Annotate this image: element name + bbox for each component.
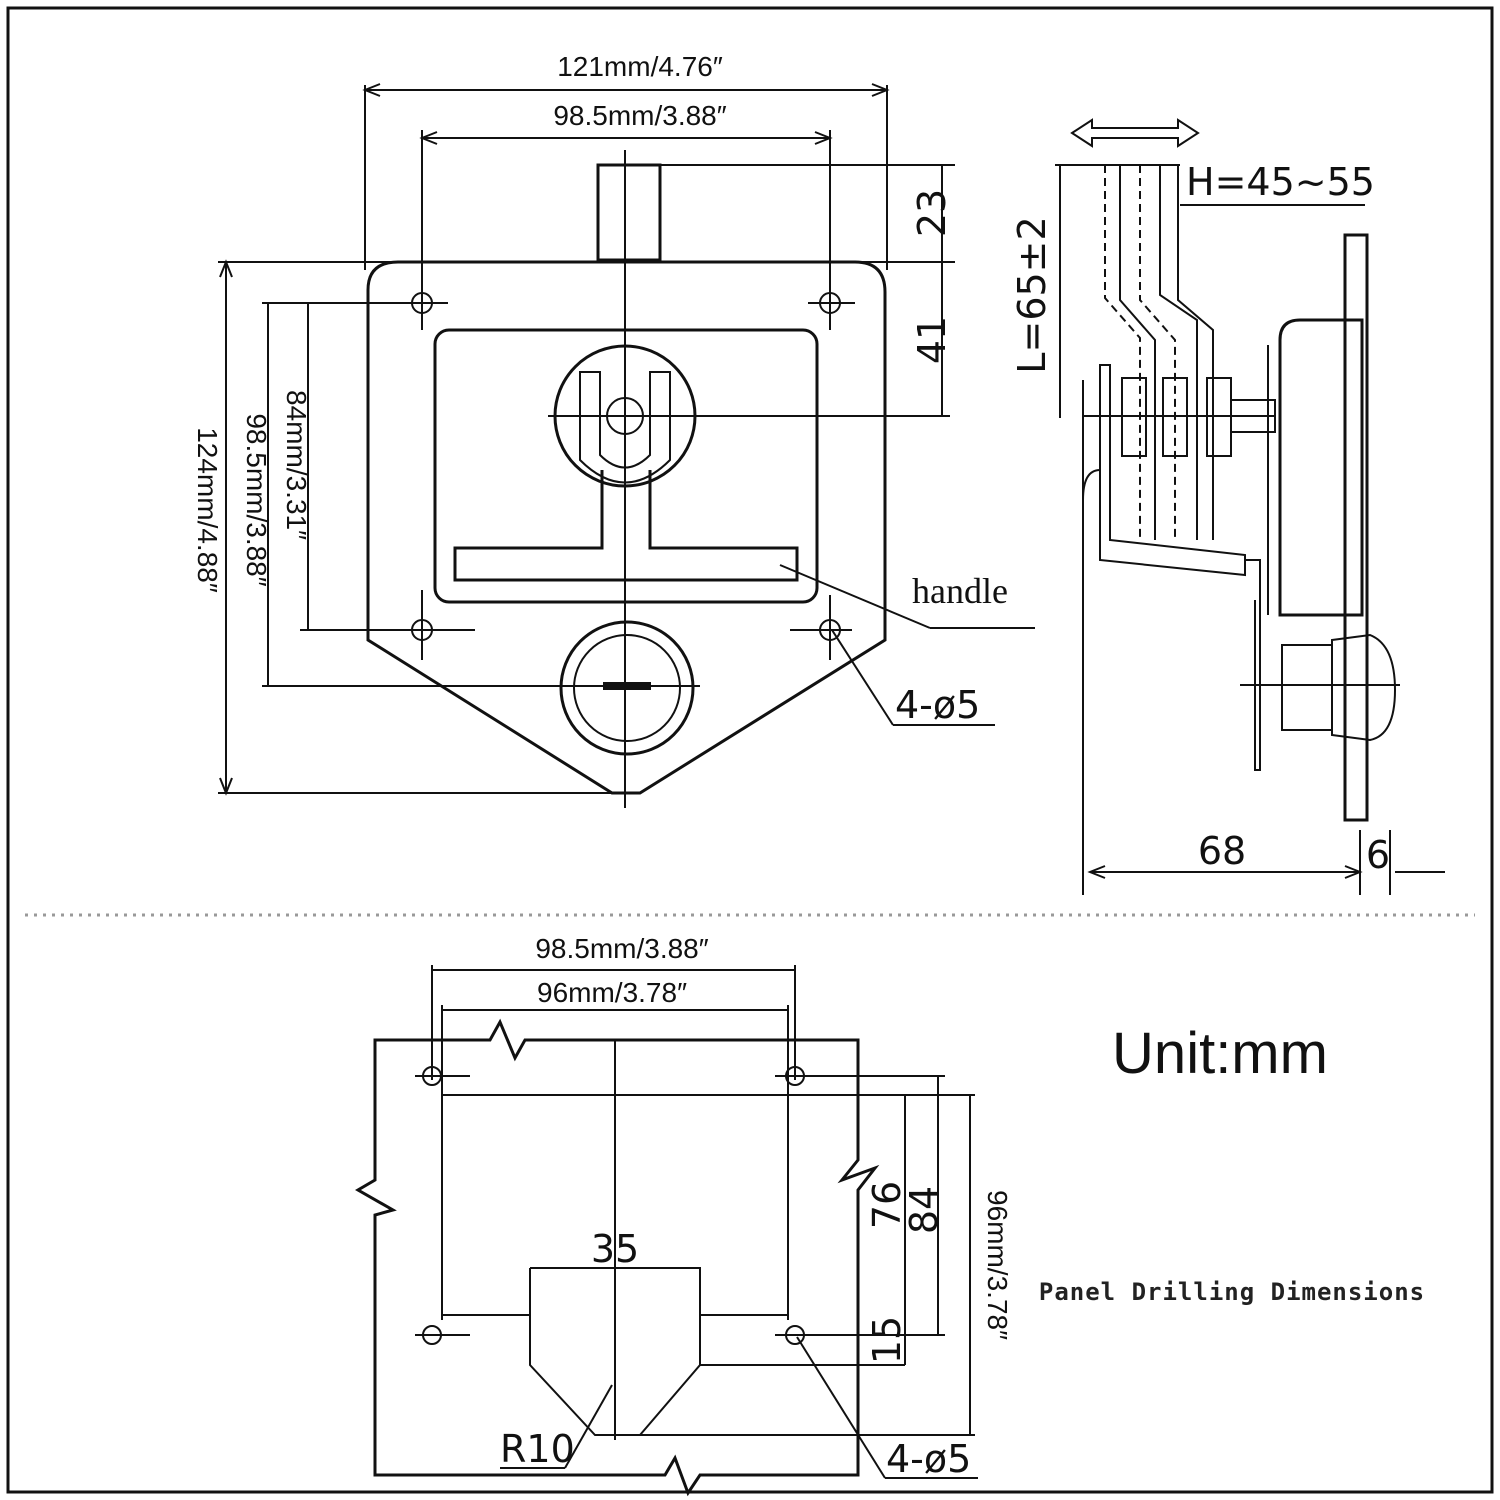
key-cylinder-inner xyxy=(573,634,681,742)
dim-23: 23 xyxy=(910,189,954,237)
dim-68: 68 xyxy=(1198,829,1246,873)
dim-41: 41 xyxy=(910,316,954,364)
panel-outline xyxy=(355,1018,880,1497)
handle-top-tab xyxy=(596,163,662,262)
mounting-holes xyxy=(400,292,855,660)
side-flange xyxy=(1343,233,1369,822)
dim-H: H=45~55 xyxy=(1186,160,1375,204)
dim-L: L=65±2 xyxy=(1010,216,1054,373)
dim-15: 15 xyxy=(865,1316,909,1364)
front-hole-spacing-horizontal: 98.5mm/3.88″ xyxy=(553,100,726,131)
latch-plate xyxy=(366,260,887,795)
side-key-cylinder xyxy=(1281,644,1333,731)
dim-76: 76 xyxy=(865,1181,909,1229)
front-view: 121mm/4.76″ 98.5mm/3.88″ xyxy=(192,51,1035,808)
panel-cutout-width: 96mm/3.78″ xyxy=(537,977,687,1008)
unit-label: Unit:mm xyxy=(1112,1021,1328,1086)
adjust-arrow xyxy=(1070,118,1200,148)
side-view: L=65±2 H=45~55 68 xyxy=(1010,118,1445,895)
drawing-frame xyxy=(6,6,1494,1494)
panel-drilling-title: Panel Drilling Dimensions xyxy=(1039,1278,1425,1306)
panel-hole-spacing: 98.5mm/3.88″ xyxy=(535,933,708,964)
key-cylinder-outer xyxy=(559,620,695,756)
dim-84: 84 xyxy=(902,1186,946,1234)
front-hole-spacing-vertical-inner: 84mm/3.31″ xyxy=(281,390,312,540)
panel-drilling-view: 98.5mm/3.88″ 96mm/3.78″ 35 xyxy=(355,933,1013,1497)
panel-cutout-height: 96mm/3.78″ xyxy=(982,1190,1013,1340)
dim-6: 6 xyxy=(1366,833,1390,877)
latch-housing xyxy=(1278,318,1364,617)
panel-holes xyxy=(415,1066,945,1345)
front-holes-callout: 4-ø5 xyxy=(895,683,980,727)
panel-holes-callout: 4-ø5 xyxy=(886,1437,971,1481)
front-width-overall: 121mm/4.76″ xyxy=(557,51,723,82)
front-hole-spacing-vertical-outer: 98.5mm/3.88″ xyxy=(241,413,272,586)
front-height-overall: 124mm/4.88″ xyxy=(192,427,223,593)
handle-callout: handle xyxy=(912,571,1008,611)
radius-callout: R10 xyxy=(500,1427,575,1471)
